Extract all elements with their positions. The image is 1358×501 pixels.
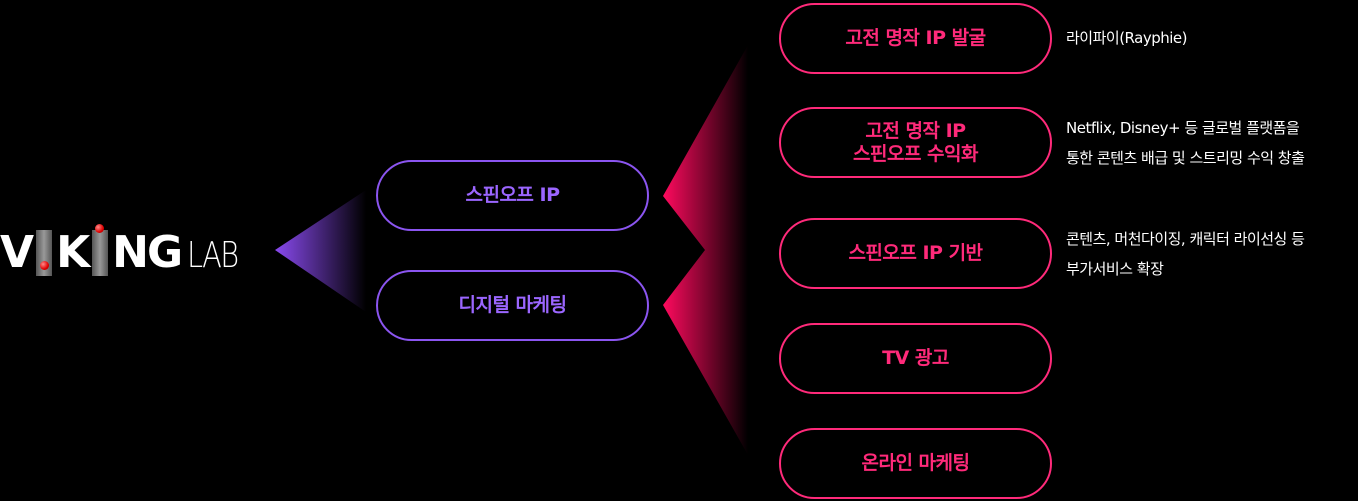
node-spinoff-ip-based: 스핀오프 IP 기반 <box>779 218 1052 289</box>
logo-letter: K <box>56 227 90 278</box>
desc-line: 통한 콘텐츠 배급 및 스트리밍 수익 창출 <box>1066 149 1305 167</box>
node-label: 스핀오프 IP <box>465 184 560 206</box>
desc-line: 부가서비스 확장 <box>1066 260 1164 278</box>
logo-letter: V <box>0 227 34 278</box>
node-tv-ads: TV 광고 <box>779 323 1052 394</box>
desc-classic-ip: 라이파이(Rayphie) <box>1066 23 1188 53</box>
purple-connector <box>275 190 366 312</box>
node-label: TV 광고 <box>882 347 949 369</box>
pink-connector <box>663 45 748 455</box>
node-online-marketing: 온라인 마케팅 <box>779 428 1052 499</box>
logo-lab: LAB <box>187 235 239 276</box>
logo-i-bar <box>36 230 53 276</box>
node-label: 고전 명작 IP <box>865 119 966 142</box>
desc-line: 라이파이(Rayphie) <box>1066 29 1188 47</box>
viking-lab-logo: V K NG LAB <box>0 224 250 278</box>
desc-line: 콘텐츠, 머천다이징, 캐릭터 라이선싱 등 <box>1066 230 1305 248</box>
node-label: 고전 명작 IP 발굴 <box>845 27 986 49</box>
logo-dot <box>95 224 105 233</box>
node-label: 온라인 마케팅 <box>861 452 971 474</box>
node-label: 스핀오프 IP 기반 <box>848 242 983 264</box>
logo-dot <box>40 261 50 270</box>
node-spinoff-ip: 스핀오프 IP <box>376 160 649 231</box>
desc-line: Netflix, Disney+ 등 글로벌 플랫폼을 <box>1066 119 1300 137</box>
node-digital-marketing: 디지털 마케팅 <box>376 270 649 341</box>
node-classic-ip-discovery: 고전 명작 IP 발굴 <box>779 3 1052 74</box>
logo-i-bar <box>92 224 109 276</box>
node-label: 디지털 마케팅 <box>458 294 568 316</box>
node-label: 스핀오프 수익화 <box>853 142 978 165</box>
logo-letter: NG <box>112 227 183 278</box>
